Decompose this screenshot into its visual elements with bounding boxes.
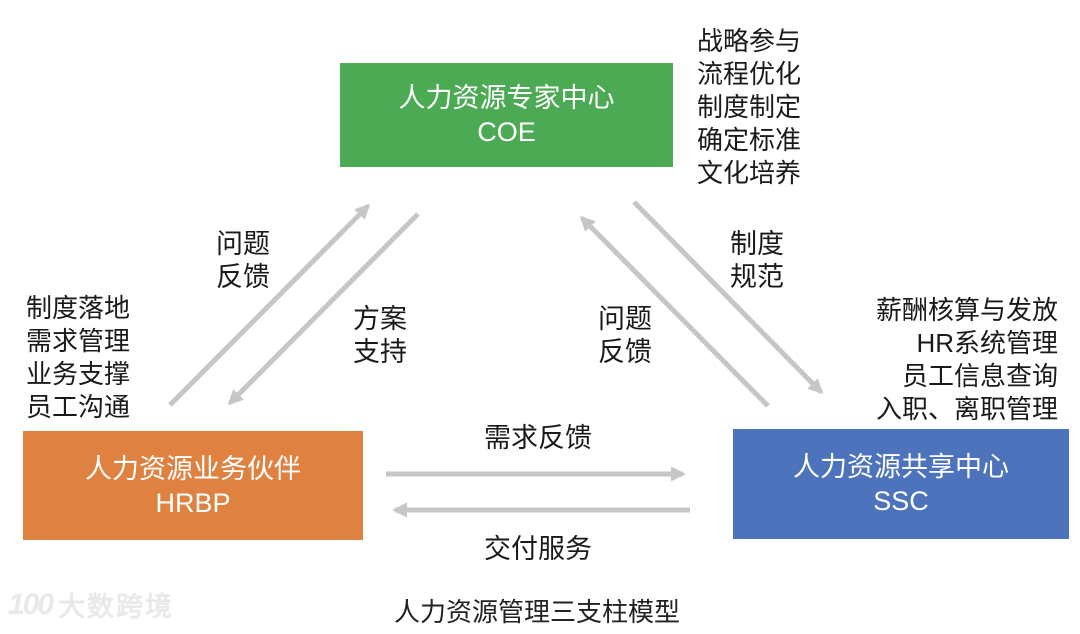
node-coe-abbr: COE bbox=[477, 117, 536, 147]
ssc-function-list: 薪酬核算与发放 HR系统管理 员工信息查询 入职、离职管理 bbox=[876, 294, 1058, 426]
hrbp-function-item: 需求管理 bbox=[26, 326, 131, 356]
hrbp-function-item: 制度落地 bbox=[26, 293, 131, 323]
label-ssc-to-hrbp: 交付服务 bbox=[484, 534, 592, 564]
label-hrbp-to-ssc: 需求反馈 bbox=[484, 423, 592, 453]
coe-function-item: 确定标准 bbox=[697, 125, 802, 155]
label-line: 反馈 bbox=[216, 262, 270, 292]
ssc-function-item: HR系统管理 bbox=[916, 328, 1058, 358]
label-line: 支持 bbox=[353, 337, 407, 367]
node-ssc: 人力资源共享中心 SSC bbox=[733, 429, 1069, 539]
coe-function-item: 制度制定 bbox=[697, 92, 802, 122]
hrbp-function-list: 制度落地 需求管理 业务支撑 员工沟通 bbox=[26, 292, 130, 424]
label-line: 问题 bbox=[216, 229, 270, 259]
label-line: 方案 bbox=[353, 304, 407, 334]
ssc-function-item: 入职、离职管理 bbox=[875, 394, 1058, 424]
label-coe-to-ssc: 制度 规范 bbox=[707, 228, 807, 294]
diagram-caption: 人力资源管理三支柱模型 bbox=[393, 598, 680, 627]
label-line: 反馈 bbox=[598, 337, 652, 367]
arrow-coe-to-hrbp bbox=[227, 212, 420, 406]
label-ssc-to-coe: 问题 反馈 bbox=[575, 303, 675, 369]
watermark-text: 大数跨境 bbox=[58, 592, 175, 622]
ssc-function-item: 员工信息查询 bbox=[901, 361, 1058, 391]
coe-function-list: 战略参与 流程优化 制度制定 确定标准 文化培养 bbox=[697, 25, 801, 190]
node-hrbp-name: 人力资源业务伙伴 bbox=[85, 453, 301, 484]
node-hrbp-abbr: HRBP bbox=[155, 487, 231, 518]
watermark: 100 大数跨境 bbox=[8, 585, 174, 624]
node-coe-name: 人力资源专家中心 bbox=[398, 83, 615, 113]
node-hrbp: 人力资源业务伙伴 HRBP bbox=[23, 431, 363, 540]
label-hrbp-to-coe: 问题 反馈 bbox=[193, 228, 293, 294]
node-coe: 人力资源专家中心 COE bbox=[340, 63, 673, 167]
label-line: 制度 bbox=[730, 229, 784, 259]
hrbp-function-item: 员工沟通 bbox=[26, 392, 131, 422]
ssc-function-item: 薪酬核算与发放 bbox=[875, 295, 1058, 325]
node-ssc-name: 人力资源共享中心 bbox=[793, 452, 1009, 482]
watermark-logo-icon: 100 bbox=[8, 587, 54, 621]
hrbp-function-item: 业务支撑 bbox=[26, 359, 131, 389]
arrow-ssc-to-coe bbox=[579, 215, 770, 408]
label-line: 问题 bbox=[598, 304, 652, 334]
arrow-hrbp-to-coe bbox=[168, 203, 371, 407]
coe-function-item: 流程优化 bbox=[697, 59, 802, 89]
coe-function-item: 战略参与 bbox=[697, 26, 802, 56]
node-ssc-abbr: SSC bbox=[873, 486, 929, 516]
coe-function-item: 文化培养 bbox=[697, 158, 802, 188]
label-coe-to-hrbp: 方案 支持 bbox=[330, 303, 430, 369]
label-line: 规范 bbox=[730, 262, 784, 292]
arrow-coe-to-ssc bbox=[632, 200, 824, 395]
